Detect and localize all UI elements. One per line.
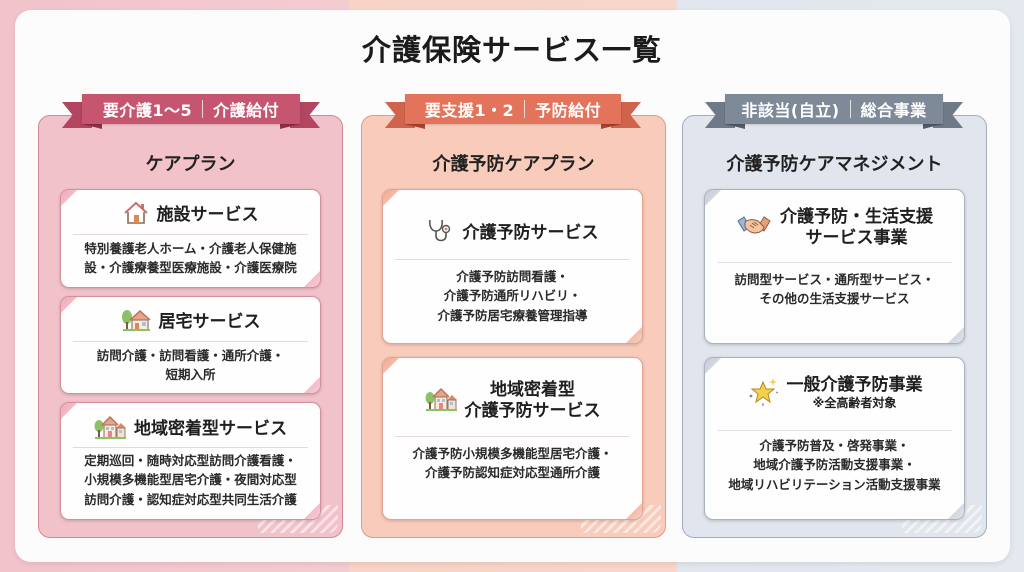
divider <box>717 430 952 431</box>
ribbon-benefit: 総合事業 <box>860 101 927 120</box>
corner-accent <box>705 190 721 206</box>
divider <box>395 259 630 260</box>
ribbon-fold-left <box>725 124 745 129</box>
card-title: 介護予防・生活支援 サービス事業 <box>780 207 933 250</box>
ribbon-level: 非該当(自立) <box>741 101 840 120</box>
service-card-community-prevention: 地域密着型 介護予防サービス 介護予防小規模多機能型居宅介護・ 介護予防認知症対… <box>382 357 643 520</box>
card-header: 介護予防サービス <box>383 217 642 250</box>
ribbon-band: 非該当(自立) 総合事業 <box>725 94 943 124</box>
card-title-line: 一般介護予防事業 <box>786 375 923 395</box>
description-line: 介護予防訪問看護・ <box>456 269 569 284</box>
description-line: 介護予防小規模多機能型居宅介護・ <box>412 446 613 461</box>
handshake-icon <box>736 213 772 244</box>
description-line: 訪問型サービス・通所型サービス・ <box>734 272 935 287</box>
plan-label: ケアプラン <box>145 154 236 175</box>
divider <box>73 447 308 448</box>
card-header: 施設サービス <box>61 201 320 230</box>
target-note: ※全高齢者対象 <box>812 396 897 411</box>
sparkle-star-icon <box>747 376 779 411</box>
stethoscope-icon <box>427 217 455 250</box>
ribbon-prevention-benefits: 要支援1・2 予防給付 <box>385 94 641 129</box>
ribbon-separator <box>849 100 851 118</box>
community-houses-icon <box>94 414 126 445</box>
ribbon-fold-right <box>280 124 300 129</box>
description-line: 定期巡回・随時対応型訪問介護看護・ <box>84 453 297 468</box>
ribbon-general-program: 非該当(自立) 総合事業 <box>705 94 963 129</box>
description-line: 特別養護老人ホーム・介護老人保健施 <box>84 241 297 256</box>
corner-accent <box>626 327 642 343</box>
ribbon-fold-right <box>923 124 943 129</box>
description-line: 設・介護療養型医療施設・介護医療院 <box>84 260 297 276</box>
ribbon-separator <box>524 100 526 118</box>
divider <box>73 341 308 342</box>
service-card-facility: 施設サービス 特別養護老人ホーム・介護老人保健施 設・介護療養型医療施設・介護医… <box>60 189 321 288</box>
home-with-tree-icon <box>121 308 151 337</box>
ribbon-fold-right <box>601 124 621 129</box>
service-card-home: 居宅サービス 訪問介護・訪問看護・通所介護・ 短期入所 <box>60 296 321 394</box>
card-description: 訪問型サービス・通所型サービス・ その他の生活支援サービス <box>711 270 958 309</box>
card-title: 介護予防サービス <box>462 222 599 243</box>
ribbon-band: 要支援1・2 予防給付 <box>405 94 621 124</box>
page-title: 介護保険サービス一覧 <box>361 33 662 67</box>
divider <box>73 234 308 235</box>
card-header: 地域密着型 介護予防サービス <box>383 380 642 423</box>
corner-accent <box>948 503 964 519</box>
description-line: 介護予防居宅療養管理指導 <box>437 307 588 323</box>
card-description: 定期巡回・随時対応型訪問介護看護・ 小規模多機能型居宅介護・夜間対応型 訪問介護… <box>67 451 314 509</box>
corner-accent <box>626 503 642 519</box>
description-line: 介護予防普及・啓発事業・ <box>759 438 910 453</box>
ribbon-fold-left <box>405 124 425 129</box>
card-header: 一般介護予防事業 ※全高齢者対象 <box>705 375 964 411</box>
description-line: 地域介護予防活動支援事業・ <box>753 457 916 473</box>
divider <box>717 262 952 263</box>
card-header: 介護予防・生活支援 サービス事業 <box>705 207 964 250</box>
divider <box>395 436 630 437</box>
card-title: 地域密着型 介護予防サービス <box>465 380 601 423</box>
description-line: 介護予防認知症対応型通所介護 <box>424 465 600 481</box>
card-description: 特別養護老人ホーム・介護老人保健施 設・介護療養型医療施設・介護医療院 <box>67 239 314 278</box>
corner-accent <box>705 358 721 374</box>
card-description: 介護予防訪問看護・ 介護予防通所リハビリ・ 介護予防居宅療養管理指導 <box>389 267 636 325</box>
ribbon-benefit: 介護給付 <box>213 101 280 120</box>
ribbon-separator <box>202 100 204 118</box>
corner-accent <box>383 190 399 206</box>
service-card-life-support: 介護予防・生活支援 サービス事業 訪問型サービス・通所型サービス・ その他の生活… <box>704 189 965 344</box>
community-houses-icon <box>425 386 457 417</box>
card-description: 介護予防小規模多機能型居宅介護・ 介護予防認知症対応型通所介護 <box>389 444 636 483</box>
corner-accent <box>383 358 399 374</box>
ribbon-level: 要支援1・2 <box>424 101 515 120</box>
plan-label: 介護予防ケアマネジメント <box>726 154 943 175</box>
ribbon-band: 要介護1〜5 介護給付 <box>82 94 300 124</box>
card-description: 訪問介護・訪問看護・通所介護・ 短期入所 <box>67 346 314 385</box>
card-title-line: 地域密着型 <box>490 380 575 400</box>
service-card-general-prevention: 一般介護予防事業 ※全高齢者対象 介護予防普及・啓発事業・ 地域介護予防活動支援… <box>704 357 965 520</box>
house-icon <box>123 201 149 230</box>
service-card-community: 地域密着型サービス 定期巡回・随時対応型訪問介護看護・ 小規模多機能型居宅介護・… <box>60 402 321 520</box>
card-title: 地域密着型サービス <box>134 418 287 439</box>
card-title-line: 介護予防サービス <box>464 401 601 422</box>
description-line: 小規模多機能型居宅介護・夜間対応型 <box>84 472 297 488</box>
description-line: その他の生活支援サービス <box>759 291 910 307</box>
ribbon-level: 要介護1〜5 <box>102 101 193 120</box>
card-header: 居宅サービス <box>61 308 320 337</box>
ribbon-benefit: 予防給付 <box>535 101 602 120</box>
description-line: 訪問介護・認知症対応型共同生活介護 <box>84 491 297 507</box>
plan-label: 介護予防ケアプラン <box>432 154 595 175</box>
description-line: 介護予防通所リハビリ・ <box>443 288 582 304</box>
card-title: 施設サービス <box>156 204 259 225</box>
description-line: 短期入所 <box>165 367 216 383</box>
card-header: 地域密着型サービス <box>61 414 320 445</box>
card-description: 介護予防普及・啓発事業・ 地域介護予防活動支援事業・ 地域リハビリテーション活動… <box>711 436 958 494</box>
description-line: 地域リハビリテーション活動支援事業 <box>728 476 941 492</box>
card-title: 一般介護予防事業 ※全高齢者対象 <box>787 375 923 411</box>
card-title: 居宅サービス <box>158 311 261 332</box>
corner-accent <box>948 327 964 343</box>
service-card-prevention: 介護予防サービス 介護予防訪問看護・ 介護予防通所リハビリ・ 介護予防居宅療養管… <box>382 189 643 344</box>
ribbon-care-benefits: 要介護1〜5 介護給付 <box>62 94 320 129</box>
description-line: 訪問介護・訪問看護・通所介護・ <box>96 348 285 363</box>
card-title-line: サービス事業 <box>805 228 908 249</box>
ribbon-fold-left <box>82 124 102 129</box>
card-title-line: 介護予防・生活支援 <box>780 207 933 227</box>
